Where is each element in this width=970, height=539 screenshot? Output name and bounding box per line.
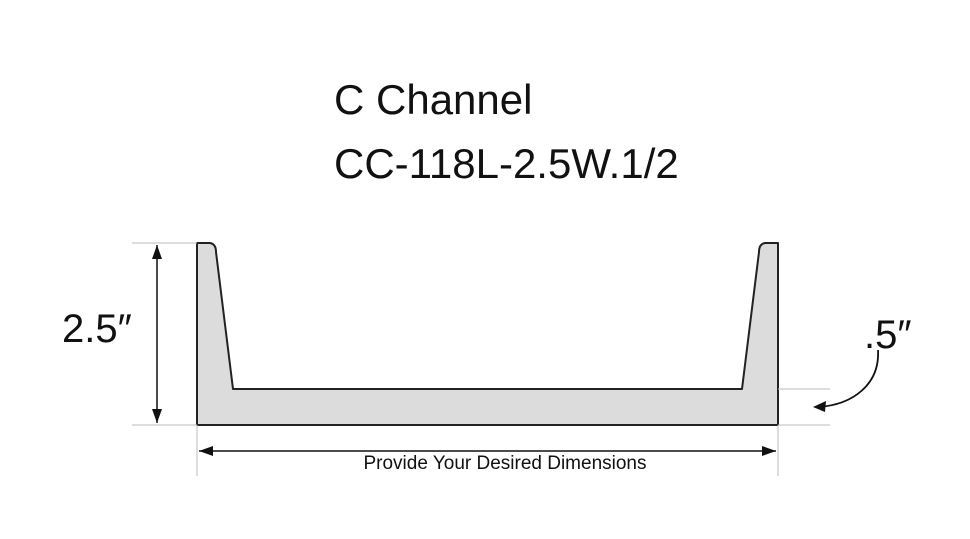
thickness-label: .5″ bbox=[864, 313, 912, 357]
width-arrow-right bbox=[762, 446, 776, 456]
c-channel-profile bbox=[196, 242, 779, 426]
part-number: CC-118L-2.5W.1/2 bbox=[334, 140, 679, 187]
width-label: Provide Your Desired Dimensions bbox=[363, 453, 646, 474]
diagram-title: C Channel bbox=[334, 76, 533, 123]
height-label: 2.5″ bbox=[62, 307, 132, 351]
thickness-pointer-arrow bbox=[817, 349, 879, 408]
width-arrow-left bbox=[199, 446, 213, 456]
height-arrow-bottom bbox=[152, 409, 162, 423]
thickness-pointer-arrowhead bbox=[813, 401, 826, 412]
height-arrow-top bbox=[152, 245, 162, 259]
